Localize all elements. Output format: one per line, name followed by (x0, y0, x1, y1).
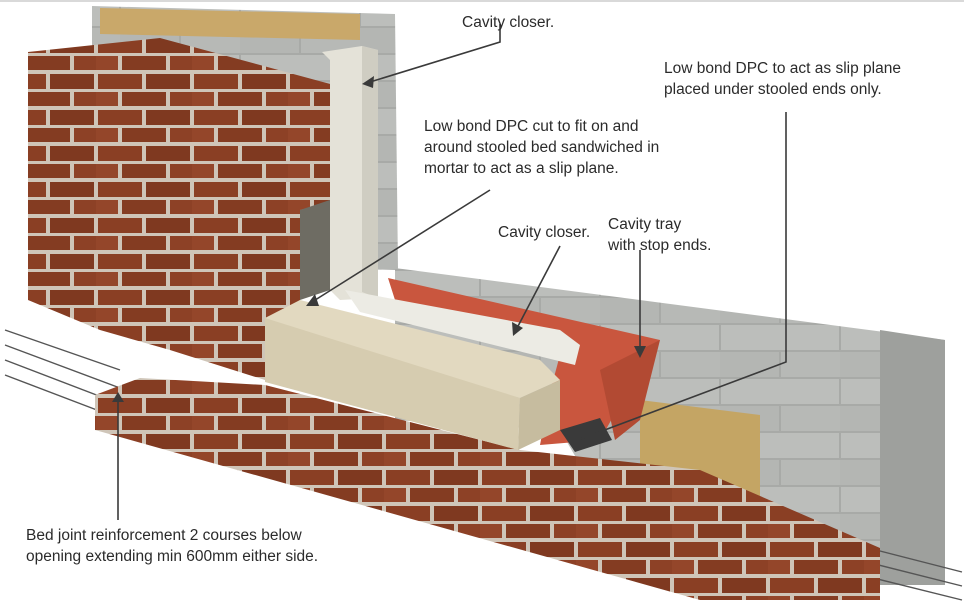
callout-low-bond-dpc-slip-plane: Low bond DPC to act as slip plane placed… (664, 58, 901, 100)
leader-cavity-closer-top (369, 24, 501, 83)
brick-jamb-left (28, 38, 345, 380)
stone-sill-top (265, 300, 560, 398)
callout-cavity-closer-top: Cavity closer. (462, 12, 554, 33)
callout-line: mortar to act as a slip plane. (424, 160, 619, 177)
cavity-closer-jamb-edge (362, 46, 378, 298)
callout-line: placed under stooled ends only. (664, 81, 882, 98)
callout-line: Cavity closer. (498, 224, 591, 241)
callout-line: Cavity closer. (462, 14, 555, 31)
leader-low-bond-dpc-cut (311, 189, 491, 303)
top-rule (0, 0, 964, 2)
arrowhead-cavity-tray (634, 346, 646, 358)
arrowhead-cavity-closer-top (362, 76, 374, 88)
callout-line: Cavity tray (608, 216, 682, 233)
leader-lines (117, 24, 787, 520)
cavity-closer-sill (345, 290, 580, 365)
inner-block-right-end (880, 330, 945, 585)
cavity-tray-stop-end (600, 340, 660, 440)
stone-sill-front (265, 318, 520, 450)
leader-arrowheads (112, 76, 646, 446)
brick-bottom-run (95, 378, 880, 600)
leader-cavity-closer-mid (515, 245, 561, 331)
callout-line: Low bond DPC to act as slip plane (664, 60, 901, 77)
callout-line: with stop ends. (608, 237, 712, 254)
arrowhead-low-bond-dpc-cut (306, 294, 319, 306)
leader-low-bond-dpc-slip (577, 112, 787, 441)
callout-line: Bed joint reinforcement 2 courses below (26, 527, 302, 544)
callout-line: opening extending min 600mm either side. (26, 548, 319, 565)
arrowhead-low-bond-dpc-slip (570, 433, 583, 446)
insulation-strip (100, 8, 360, 40)
callout-line: around stooled bed sandwiched in (424, 139, 660, 156)
callout-line: Low bond DPC cut to fit on and (424, 118, 639, 135)
callout-bed-joint-reinforcement: Bed joint reinforcement 2 courses below … (26, 525, 318, 567)
callout-cavity-closer-mid: Cavity closer. (498, 222, 590, 243)
arrowhead-bed-joint (112, 392, 124, 402)
callout-cavity-tray: Cavity tray with stop ends. (608, 214, 711, 256)
callout-low-bond-dpc-cut: Low bond DPC cut to fit on and around st… (424, 116, 659, 179)
arrowhead-cavity-closer-mid (512, 322, 523, 336)
stone-sill-end (518, 380, 560, 450)
opening-reveal (300, 200, 330, 300)
